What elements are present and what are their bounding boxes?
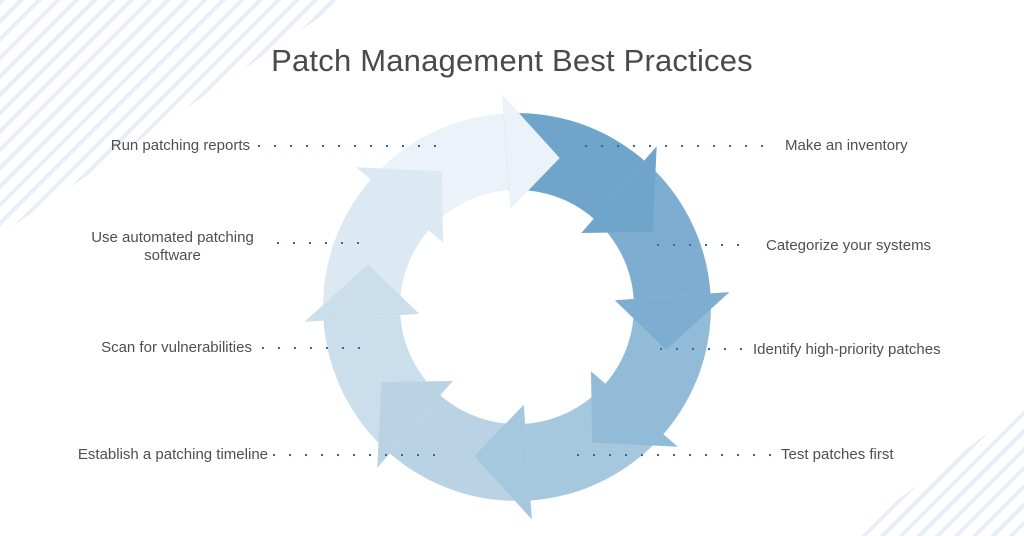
cycle-arrowhead-icon [591,371,678,447]
cycle-arrowhead-icon [581,146,657,233]
step-label-scan-for-vulnerabilities: Scan for vulnerabilities [101,339,252,356]
cycle-arrowhead-icon [502,94,560,210]
page-title: Patch Management Best Practices [271,43,753,78]
step-label-identify-priority-patches: Identify high-priority patches [753,341,941,358]
step-label-categorize-your-systems: Categorize your systems [766,237,932,254]
dotted-connector-left-2 [277,242,367,244]
dotted-connector-right-3 [660,348,749,350]
dotted-connector-left-4 [273,454,443,456]
step-label-establish-timeline: Establish a patching timeline [77,446,268,463]
cycle-arrowhead-icon [356,167,443,243]
step-label-test-patches-first: Test patches first [781,446,894,463]
dotted-connector-right-1 [585,145,768,147]
step-label-run-patching-reports: Run patching reports [110,137,250,154]
dotted-connector-left-3 [262,347,360,349]
cycle-arrowhead-icon [474,404,532,520]
cycle-arrowhead-icon [614,292,730,350]
step-label-make-an-inventory: Make an inventory [785,137,908,154]
dotted-connector-right-4 [577,454,771,456]
dotted-connector-left-1 [258,145,448,147]
dotted-connector-right-2 [657,244,752,246]
cycle-arrowhead-icon [304,264,420,322]
step-label-use-automated-patching: Use automated patching software [91,229,254,264]
cycle-arrowhead-icon [377,381,453,468]
